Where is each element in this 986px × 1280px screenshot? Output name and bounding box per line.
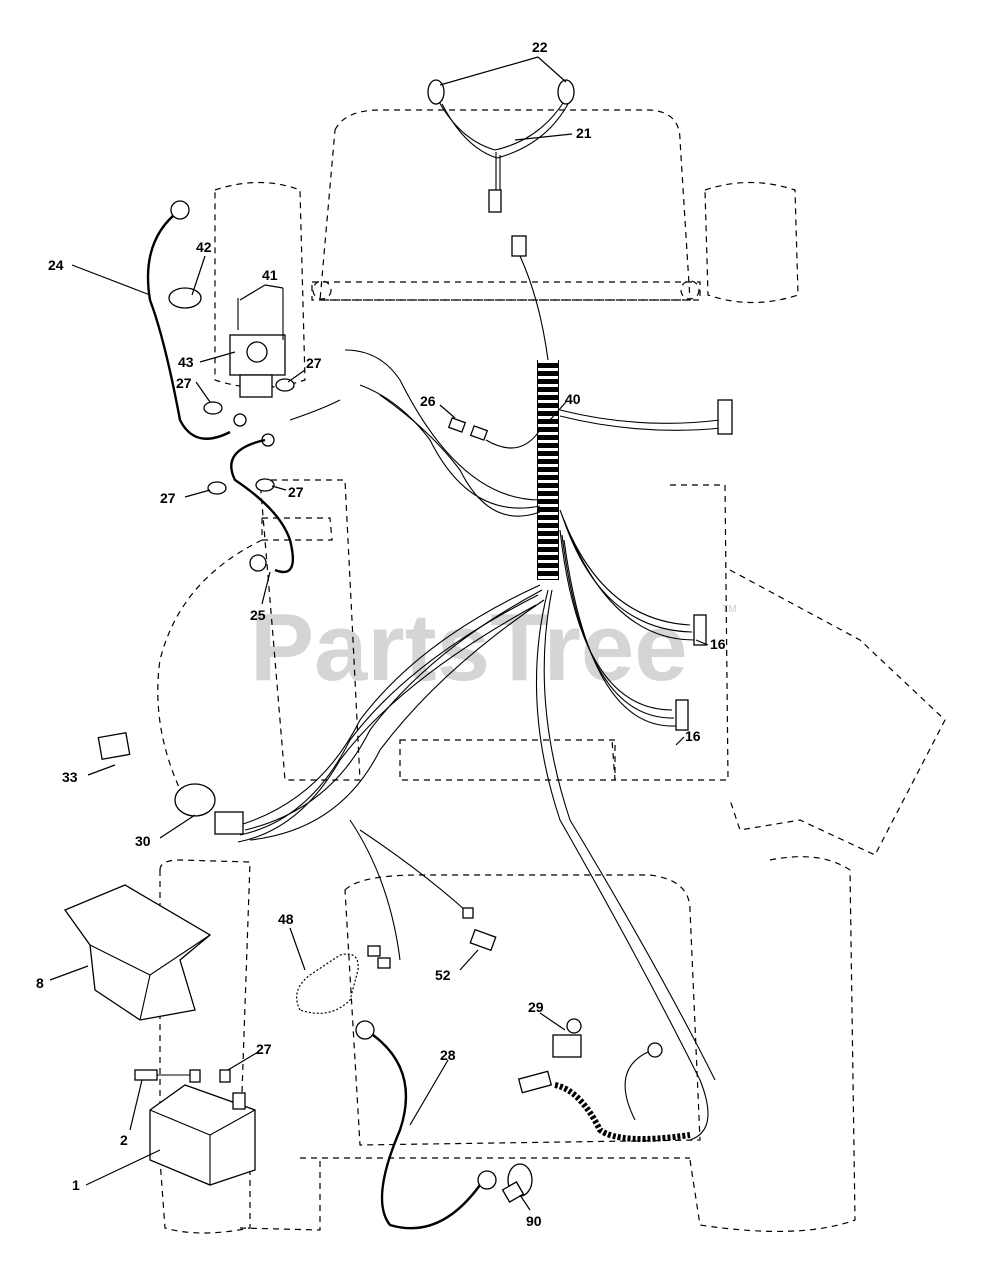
ignition-switch: [97, 731, 244, 835]
callout-16-a: 16: [710, 636, 726, 652]
callout-28: 28: [440, 1047, 456, 1063]
leader-lines: [49, 56, 709, 1211]
watermark-text: PartsTree: [250, 594, 688, 701]
tractor-outline: [157, 109, 946, 1234]
callout-22: 22: [532, 39, 548, 55]
harness-loom: [237, 349, 733, 1141]
terminal-boot-90: [501, 1163, 533, 1203]
callout-90: 90: [526, 1213, 542, 1229]
battery: [134, 1069, 256, 1186]
callout-29: 29: [528, 999, 544, 1015]
callout-33: 33: [62, 769, 78, 785]
callout-1: 1: [72, 1177, 80, 1193]
callout-27-a: 27: [306, 355, 322, 371]
callout-8: 8: [36, 975, 44, 991]
battery-tray: [63, 884, 212, 1021]
callout-26: 26: [420, 393, 436, 409]
fuse-holder-29: [517, 1018, 691, 1142]
callout-41: 41: [262, 267, 278, 283]
callout-48: 48: [278, 911, 294, 927]
callout-21: 21: [576, 125, 592, 141]
callout-24: 24: [48, 257, 64, 273]
callout-43: 43: [178, 354, 194, 370]
callout-27-b: 27: [176, 375, 192, 391]
callout-27-c: 27: [160, 490, 176, 506]
connector-26: [447, 417, 541, 449]
callout-25: 25: [250, 607, 266, 623]
callout-40: 40: [565, 391, 581, 407]
connector-52: [462, 907, 497, 952]
watermark-trademark: TM: [722, 604, 736, 615]
callout-16-b: 16: [685, 728, 701, 744]
callout-30: 30: [135, 833, 151, 849]
callout-2: 2: [120, 1132, 128, 1148]
callout-27-e: 27: [256, 1041, 272, 1057]
callout-42: 42: [196, 239, 212, 255]
callouts: 22 21 24 42 41 43 27 27 27 27 26 40 25 1…: [36, 39, 726, 1229]
callout-27-d: 27: [288, 484, 304, 500]
headlight-harness: [427, 79, 575, 361]
bulb-48: [296, 945, 391, 1014]
callout-52: 52: [435, 967, 451, 983]
battery-cable-28: [355, 1020, 497, 1230]
